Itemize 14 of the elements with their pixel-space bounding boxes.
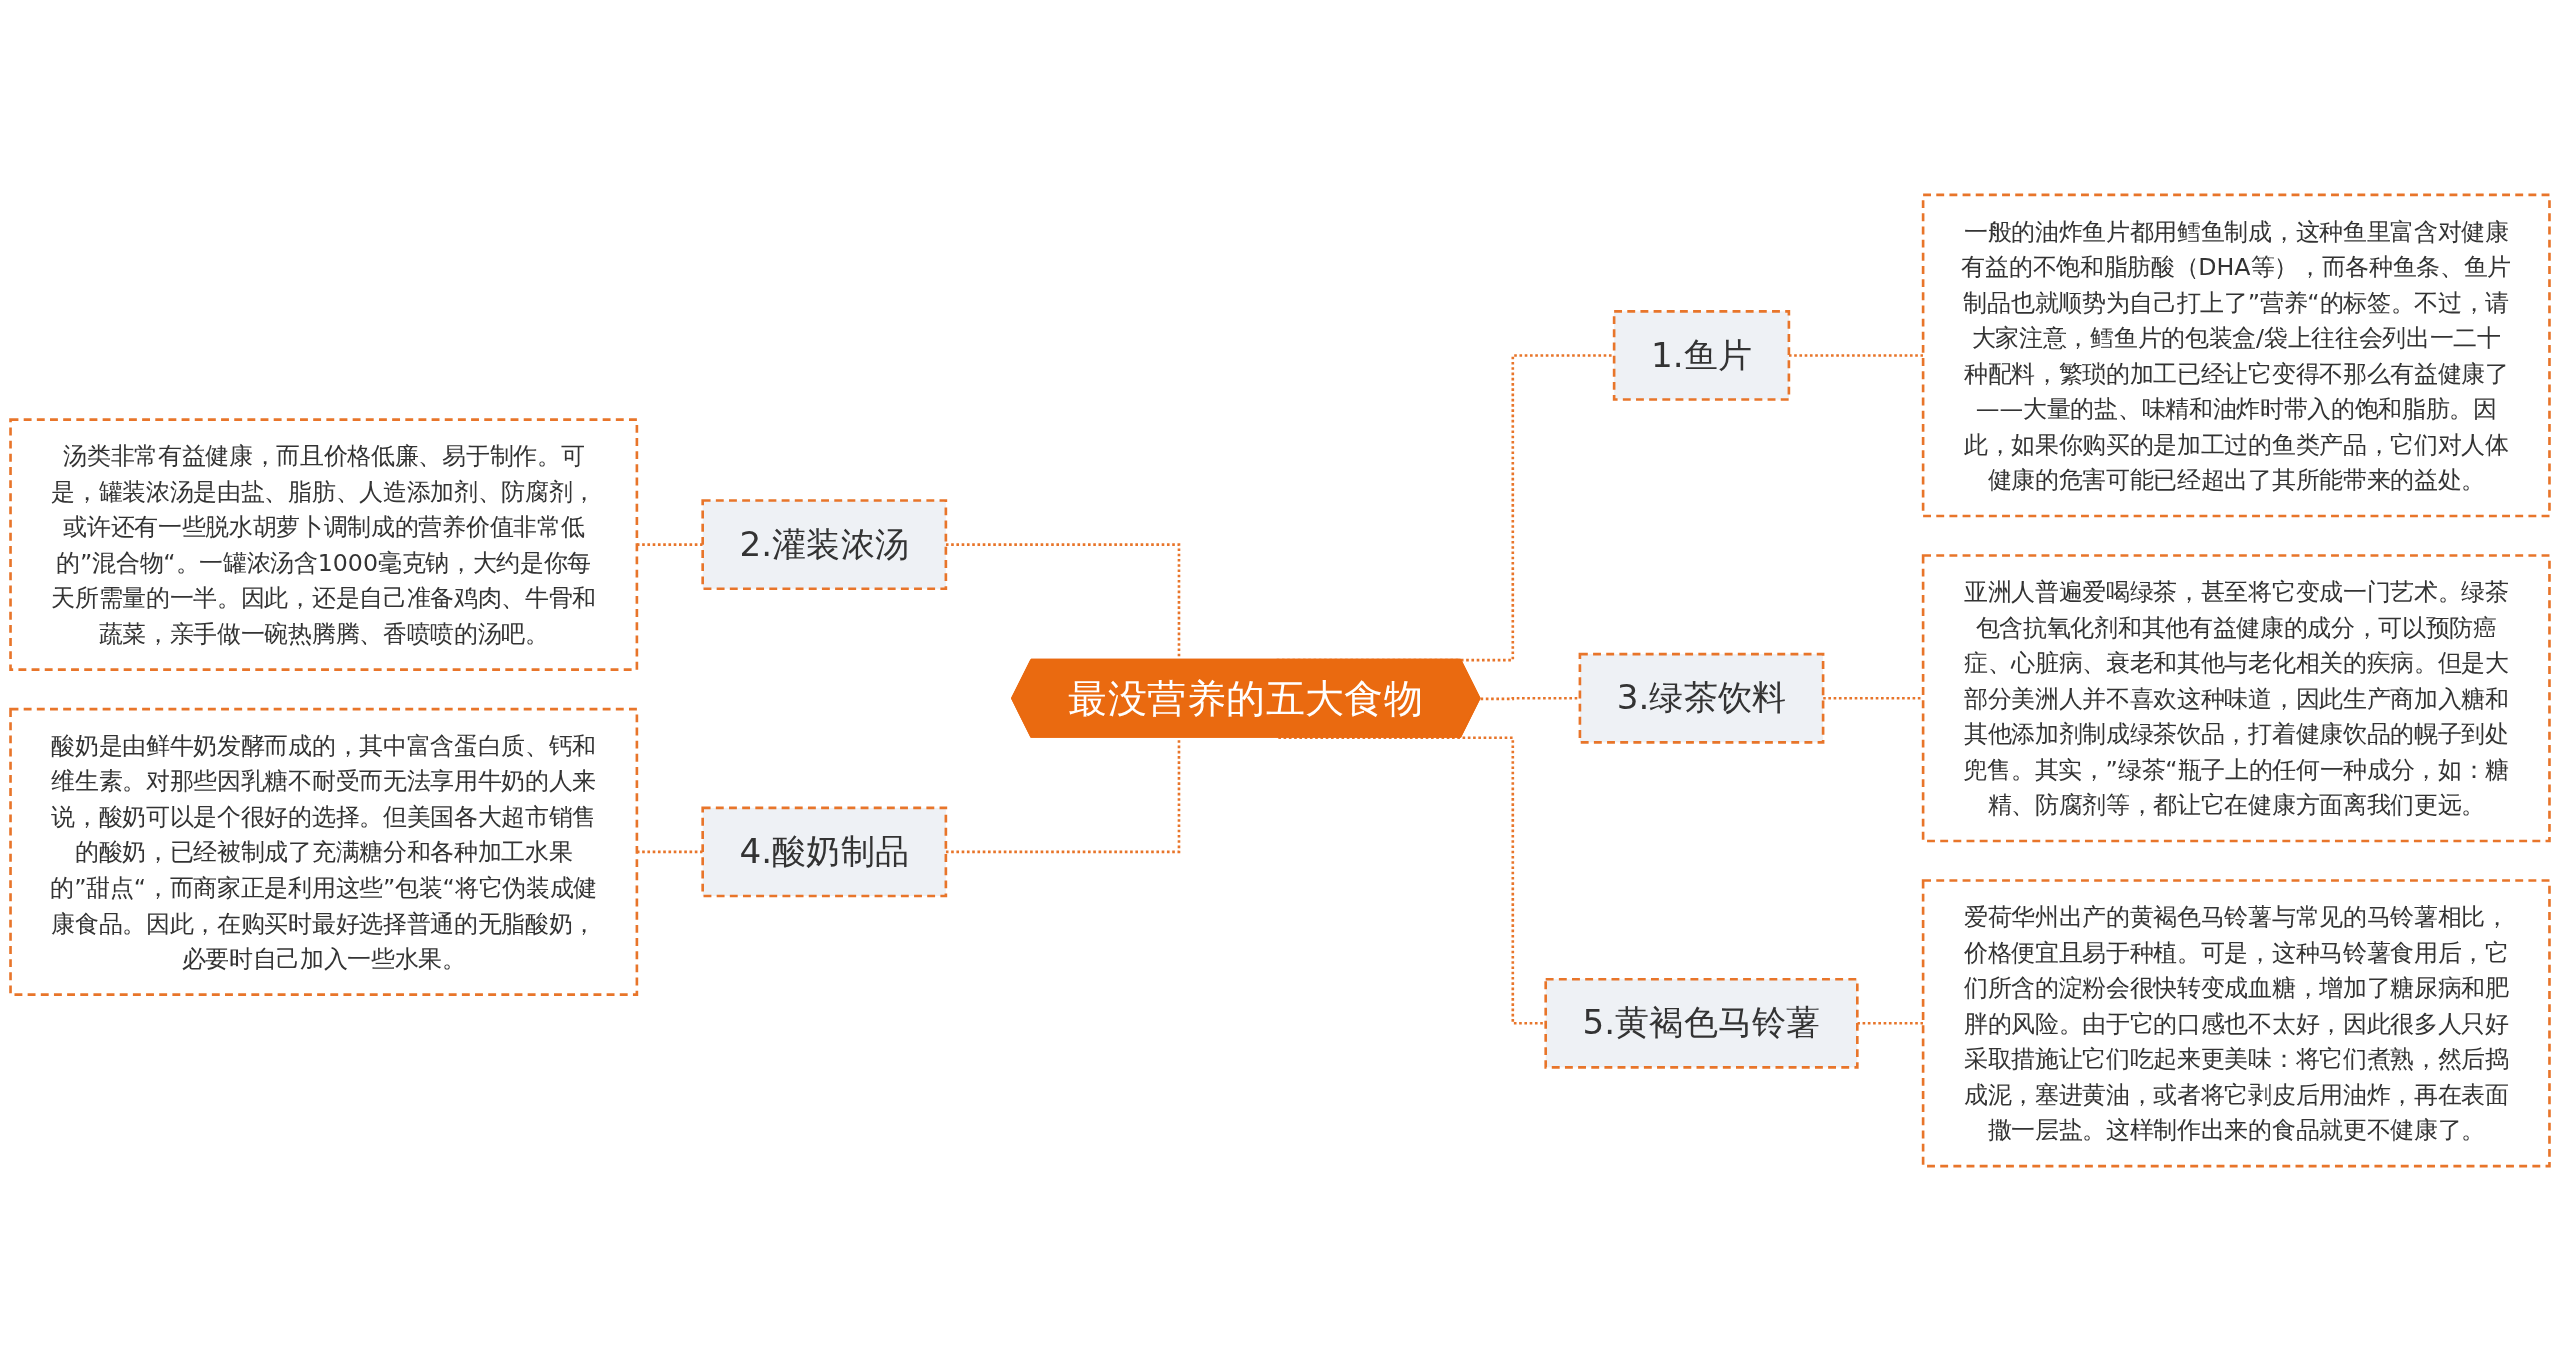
node-box: 4.酸奶制品 [701,806,948,898]
node-box: 酸奶是由鲜牛奶发酵而成的，其中富含蛋白质、钙和维生素。对那些因乳糖不耐受而无法享用牛奶的人来说，酸奶可以是个很好的选择。但美国各大超市销售的酸奶，已经被制成了充满糖分和各种加工水果的”甜点“，而商家正是利用这些”包装“将它伪装成健康食品。因此，在购买时最好选择普通的无脂酸奶，必要时自己加入一些水果。 [9,707,639,996]
connector [636,850,704,854]
connector [1857,1021,1925,1025]
connector [636,543,704,546]
node-box: 亚洲人普遍爱喝绿茶，甚至将它变成一门艺术。绿茶包含抗氧化剂和其他有益健康的成分，可以预防癌症、心脏病、衰老和其他与老化相关的疾病。但是大部分美洲人并不喜欢这种味道，因此生产商加入糖和其他添加剂制成绿茶饮品，打着健康饮品的幌子到处兜售。其实，”绿茶“瓶子上的任何一种成分，如：糖精、防腐剂等，都让它在健康方面离我们更远。 [1921,554,2551,843]
node-box: 一般的油炸鱼片都用鳕鱼制成，这种鱼里富含对健康有益的不饱和脂肪酸（DHA等），而各种鱼条、鱼片制品也就顺势为自己打上了”营养“的标签。不过，请大家注意，鳕鱼片的包装盒/袋上往往会列出一二十种配料，繁琐的加工已经让它变得不那么有益健康了——大量的盐、味精和油炸时带入的饱和脂肪。因此，如果你购买的是加工过的鱼类产品，它们对人体健康的危害可能已经超出了其所能带来的益处。 [1921,193,2551,518]
node-box: 爱荷华州出产的黄褐色马铃薯与常见的马铃薯相比，价格便宜且易于种植。可是，这种马铃薯食用后，它们所含的淀粉会很快转变成血糖，增加了糖尿病和肥胖的风险。由于它的口感也不太好，因此很多人只好采取措施让它们吃起来更美味：将它们煮熟，然后捣成泥，塞进黄油，或者将它剥皮后用油炸，再在表面撒一层盐。这样制作出来的食品就更不健康了。 [1921,879,2551,1168]
node-box: 3.绿茶饮料 [1578,652,1825,744]
node-box: 1.鱼片 [1612,310,1791,401]
node-box: 5.黄褐色马铃薯 [1544,977,1859,1069]
node-box: 汤类非常有益健康，而且价格低廉、易于制作。可是，罐装浓汤是由盐、脂肪、人造添加剂、防腐剂，或许还有一些脱水胡萝卜调制成的营养价值非常低的”混合物“。一罐浓汤含1000毫克钠，大约是你每天所需量的一半。因此，还是自己准备鸡肉、牛骨和蔬菜，亲手做一碗热腾腾、香喷喷的汤吧。 [9,418,639,671]
node-box: 2.灌装浓汤 [701,499,948,591]
connector [945,737,1181,854]
